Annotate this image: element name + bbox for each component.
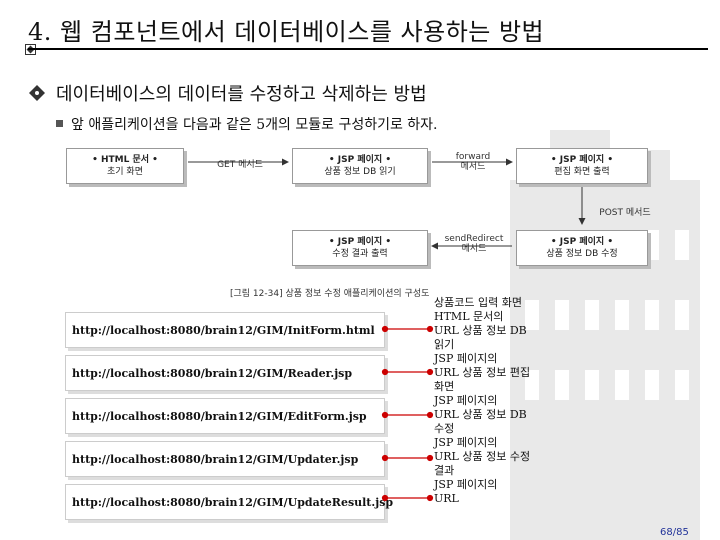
title-rule <box>28 48 708 50</box>
url-list: http://localhost:8080/brain12/GIM/InitFo… <box>65 306 385 518</box>
bullet-level2-text: 앞 애플리케이션을 다음과 같은 5개의 모듈로 구성하기로 하자. <box>71 117 438 133</box>
url-item-updateresult: http://localhost:8080/brain12/GIM/Update… <box>65 484 385 520</box>
url-item-updater: http://localhost:8080/brain12/GIM/Update… <box>65 441 385 477</box>
desc-line: JSP 페이지의 <box>434 352 534 366</box>
label-forward-method: forward 메서드 <box>438 152 508 172</box>
bullet-level1: 데이터베이스의 데이터를 수정하고 삭제하는 방법 <box>28 80 427 106</box>
url-item-editform: http://localhost:8080/brain12/GIM/EditFo… <box>65 398 385 434</box>
architecture-diagram: • HTML 문서 • 초기 화면 • JSP 페이지 • 상품 정보 DB 읽… <box>60 138 700 308</box>
desc-line: URL <box>434 492 534 506</box>
desc-line: URL 상품 정보 편집 화면 <box>434 366 534 394</box>
diagram-box-reader: • JSP 페이지 • 상품 정보 DB 읽기 <box>292 148 428 184</box>
bullet-level2: 앞 애플리케이션을 다음과 같은 5개의 모듈로 구성하기로 하자. <box>56 114 438 134</box>
diamond-bullet-icon <box>28 84 46 102</box>
diagram-box-updater: • JSP 페이지 • 상품 정보 DB 수정 <box>516 230 648 266</box>
desc-line: JSP 페이지의 <box>434 478 534 492</box>
diagram-caption: [그림 12-34] 상품 정보 수정 애플리케이션의 구성도 <box>230 286 429 299</box>
page-title: 4. 웹 컴포넌트에서 데이터베이스를 사용하는 방법 <box>28 12 544 47</box>
desc-line: URL 상품 정보 DB 읽기 <box>434 324 534 352</box>
desc-line: URL 상품 정보 수정 결과 <box>434 450 534 478</box>
desc-line: 상품코드 입력 화면 <box>434 296 534 310</box>
square-bullet-icon <box>56 120 63 127</box>
url-descriptions: 상품코드 입력 화면 HTML 문서의 URL 상품 정보 DB 읽기 JSP … <box>434 296 534 506</box>
bullet-level1-text: 데이터베이스의 데이터를 수정하고 삭제하는 방법 <box>56 84 427 105</box>
diagram-box-html: • HTML 문서 • 초기 화면 <box>66 148 184 184</box>
desc-line: URL 상품 정보 DB 수정 <box>434 408 534 436</box>
label-get-method: GET 메서드 <box>210 160 270 170</box>
diagram-box-updateresult: • JSP 페이지 • 수정 결과 출력 <box>292 230 428 266</box>
label-redirect-method: sendRedirect 메서드 <box>432 234 516 254</box>
desc-line: JSP 페이지의 <box>434 436 534 450</box>
url-item-reader: http://localhost:8080/brain12/GIM/Reader… <box>65 355 385 391</box>
url-item-initform: http://localhost:8080/brain12/GIM/InitFo… <box>65 312 385 348</box>
desc-line: JSP 페이지의 <box>434 394 534 408</box>
label-post-method: POST 메서드 <box>590 208 660 218</box>
desc-line: HTML 문서의 <box>434 310 534 324</box>
page-number: 68/85 <box>660 527 689 538</box>
diagram-box-editform: • JSP 페이지 • 편집 화면 출력 <box>516 148 648 184</box>
